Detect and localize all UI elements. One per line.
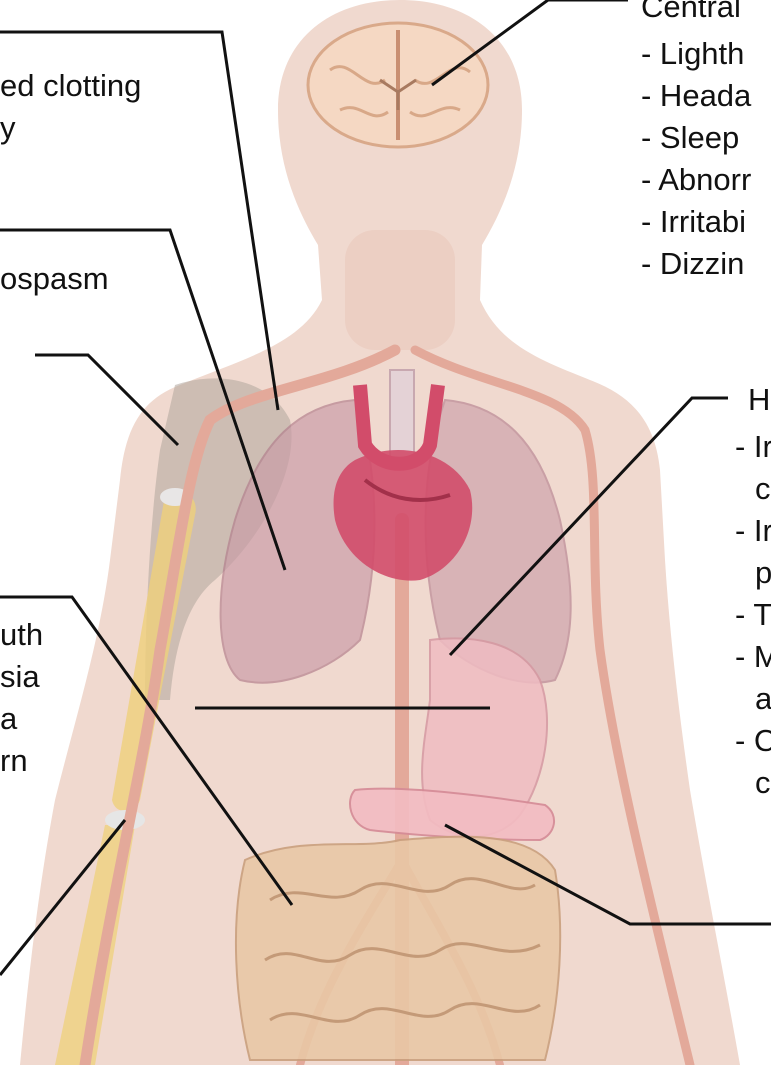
left-symptom-item: sia [0,656,43,698]
neck [345,230,455,350]
cns-symptom-item: - Heada [641,75,751,117]
cns-symptom-item: - Lighth [641,33,751,75]
heart-symptom-item: - T [735,594,771,636]
heart-symptom-list: - Ir c - Ir p - T - M a - C c [735,426,771,804]
cns-symptom-item: - Dizzin [641,243,751,285]
left-symptom-list: uth sia a rn [0,614,43,782]
heart-symptom-item: a [735,678,771,720]
cns-symptom-list: - Lighth - Heada - Sleep - Abnorr - Irri… [641,33,751,285]
cns-symptom-item: - Irritabi [641,201,751,243]
intestines [236,837,560,1060]
left-symptom-item: rn [0,740,43,782]
left-symptom-item: a [0,698,43,740]
clotting-label-line2: y [0,107,16,149]
trachea [390,370,414,460]
heart-symptom-item: p [735,552,771,594]
bronchospasm-label: ospasm [0,258,109,300]
heart-symptom-item: - Ir [735,426,771,468]
heart-symptom-item: c [735,468,771,510]
heart-symptom-item: - M [735,636,771,678]
heart-symptom-item: - C [735,720,771,762]
cns-symptom-item: - Sleep [641,117,751,159]
cns-symptom-item: - Abnorr [641,159,751,201]
brain-illustration [308,23,488,147]
left-symptom-item: uth [0,614,43,656]
heart-title: H [748,379,770,421]
heart-symptom-item: c [735,762,771,804]
clotting-label-line1: ed clotting [0,65,141,107]
heart-symptom-item: - Ir [735,510,771,552]
cns-title: Central [641,0,741,28]
